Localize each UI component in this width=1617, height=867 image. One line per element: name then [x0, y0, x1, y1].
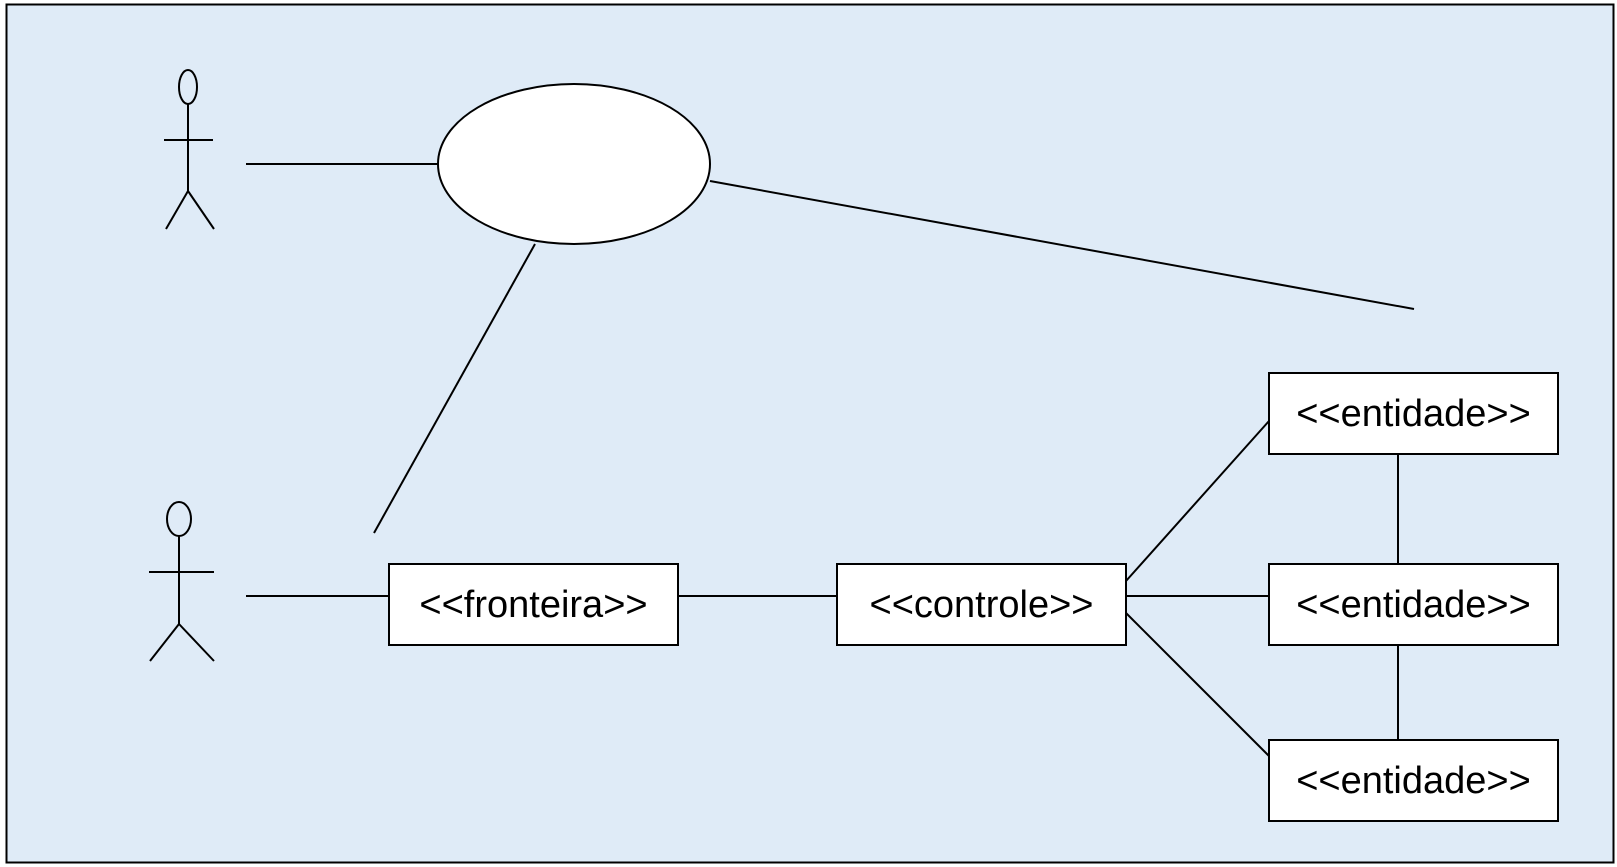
entity-label-2: <<entidade>> — [1296, 584, 1531, 626]
use-case-ellipse — [437, 83, 711, 245]
entity-node-3: <<entidade>> — [1268, 739, 1559, 822]
actor-bottom-icon — [149, 501, 215, 662]
use-case — [437, 83, 711, 245]
connectors — [246, 163, 1415, 757]
control-label: <<controle>> — [870, 584, 1094, 626]
connector-use-case-to-entity — [709, 180, 1415, 310]
connector-control-to-entity-1 — [1125, 420, 1270, 582]
entity-node-1: <<entidade>> — [1268, 372, 1559, 455]
actor-top-icon — [164, 69, 215, 230]
control-node: <<controle>> — [836, 563, 1127, 646]
entity-label-3: <<entidade>> — [1296, 760, 1531, 802]
entity-box-2 — [1268, 563, 1559, 646]
boundary-label: <<fronteira>> — [419, 584, 647, 626]
entity-box-1 — [1268, 372, 1559, 455]
connector-use-case-to-boundary — [373, 243, 536, 534]
boundary-box — [388, 563, 679, 646]
entity-node-2: <<entidade>> — [1268, 563, 1559, 646]
entity-box-3 — [1268, 739, 1559, 822]
boundary-node: <<fronteira>> — [388, 563, 679, 646]
control-box — [836, 563, 1127, 646]
connector-control-to-entity-3 — [1125, 612, 1270, 757]
entity-label-1: <<entidade>> — [1296, 393, 1531, 435]
